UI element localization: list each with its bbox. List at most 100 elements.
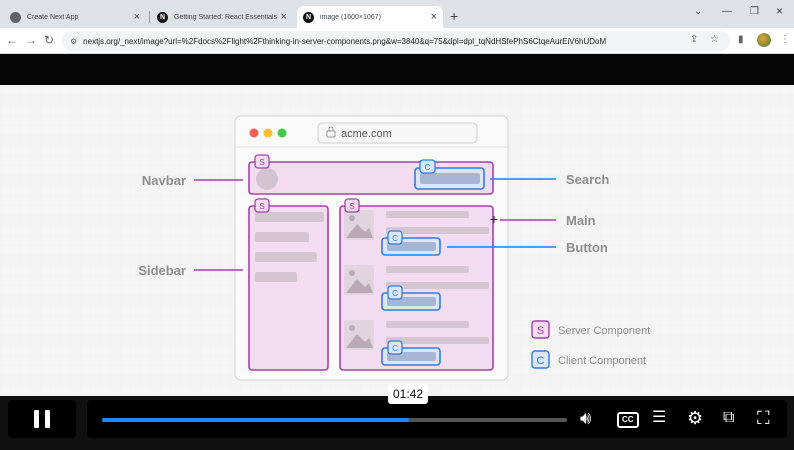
client-badge: C (387, 230, 403, 245)
image-mountain-shape (346, 279, 373, 293)
close-icon[interactable]: × (133, 11, 140, 23)
nextjs-icon: N (157, 11, 168, 23)
address-text: nextjs.org/_next/image?url=%2Fdocs%2Flig… (83, 36, 607, 46)
main-line-placeholder (386, 227, 489, 234)
label-navbar: Navbar (142, 173, 186, 188)
label-sidebar: Sidebar (138, 263, 186, 278)
image-sun-shape (349, 270, 355, 276)
client-badge-letter: C (425, 163, 431, 172)
navbar-logo-placeholder (256, 168, 278, 190)
tab-strip: Create Next App × N Getting Started: Rea… (0, 0, 794, 28)
client-badge: C (387, 285, 403, 300)
tab-title: Create Next App (27, 13, 79, 21)
close-icon[interactable]: × (280, 11, 287, 23)
image-mountain-shape (346, 224, 373, 238)
lock-icon (326, 126, 336, 138)
sidebar-line-placeholder (255, 252, 317, 262)
client-badge: C (419, 159, 436, 174)
legend-server-label: Server Component (558, 325, 650, 337)
main-line-placeholder (386, 211, 469, 218)
tab-title: Getting Started: React Essentials | Next… (174, 13, 277, 21)
client-badge-letter: C (392, 289, 398, 298)
pause-bar (34, 410, 39, 428)
volume-icon[interactable]: 🔊︎ (580, 408, 592, 428)
server-badge-letter: S (349, 202, 354, 211)
image-mountain-shape (346, 334, 373, 348)
share-icon[interactable]: ⇪ (690, 34, 699, 45)
nextjs-icon: N (303, 11, 314, 23)
minimize-icon[interactable]: — (722, 6, 732, 17)
address-bar[interactable]: ⚙ nextjs.org/_next/image?url=%2Fdocs%2Fl… (62, 31, 730, 51)
server-badge-letter: S (259, 158, 264, 167)
diagram: acme.com (0, 85, 794, 400)
close-window-icon[interactable]: × (776, 4, 784, 18)
new-tab-icon[interactable]: + (450, 8, 459, 24)
mock-maximize-dot (277, 128, 287, 138)
tab-getting-started[interactable]: N Getting Started: React Essentials | Ne… (151, 6, 293, 28)
sidebar-line-placeholder (255, 272, 297, 282)
back-icon[interactable]: ← (6, 33, 18, 47)
image-sun-shape (349, 215, 355, 221)
main-line-placeholder (386, 337, 489, 344)
main-line-placeholder (386, 266, 469, 273)
label-main: Main (566, 213, 596, 228)
label-button: Button (566, 240, 608, 255)
legend-client-label: Client Component (558, 355, 646, 367)
forward-icon[interactable]: → (25, 33, 37, 47)
video-frame[interactable]: acme.com (0, 85, 794, 400)
cursor-icon (490, 216, 498, 223)
server-badge: S (254, 198, 270, 213)
sidebar-box (248, 205, 329, 371)
globe-icon (10, 11, 21, 23)
main-line-placeholder (386, 282, 489, 289)
legend-server: S Server Component (531, 320, 650, 339)
mock-url-text: acme.com (341, 128, 392, 140)
legend-client-badge: C (537, 355, 545, 367)
browser-toolbar: ← → ↻ ⚙ nextjs.org/_next/image?url=%2Fdo… (0, 28, 794, 54)
video-controls: 🔊︎ CC ☰ ⚙ ⧉ ⛶ (0, 396, 794, 450)
settings-icon[interactable]: ⚙ (687, 408, 704, 428)
mock-minimize-dot (263, 128, 273, 138)
image-sun-shape (349, 325, 355, 331)
pause-button[interactable] (8, 400, 76, 438)
main-line-placeholder (386, 321, 469, 328)
captions-icon[interactable]: CC (617, 412, 639, 428)
tab-create-next-app[interactable]: Create Next App × (4, 6, 146, 28)
side-panel-icon[interactable]: ▮ (738, 34, 744, 45)
client-badge-letter: C (392, 234, 398, 243)
client-badge-letter: C (392, 344, 398, 353)
transcript-icon[interactable]: ☰ (652, 409, 667, 426)
server-badge: S (254, 154, 270, 169)
client-badge: C (387, 340, 403, 355)
picture-in-picture-icon[interactable]: ⧉ (723, 409, 735, 426)
sidebar-line-placeholder (255, 212, 324, 222)
control-bar: 🔊︎ CC ☰ ⚙ ⧉ ⛶ (87, 400, 787, 438)
server-badge-letter: S (259, 202, 264, 211)
avatar[interactable] (757, 33, 771, 47)
progress-fill (102, 418, 409, 422)
sidebar-line-placeholder (255, 232, 309, 242)
legend-client: C Client Component (531, 350, 646, 369)
restore-icon[interactable]: ❐ (750, 6, 759, 17)
fullscreen-icon[interactable]: ⛶ (757, 408, 770, 428)
bookmark-star-icon[interactable]: ☆ (710, 34, 719, 45)
tab-image[interactable]: N image (1600×1067) × (297, 6, 443, 28)
close-icon[interactable]: × (430, 11, 437, 23)
reload-icon[interactable]: ↻ (44, 33, 55, 47)
menu-icon[interactable]: ⋮ (780, 34, 790, 45)
site-info-icon[interactable]: ⚙ (70, 36, 78, 46)
tab-separator (149, 11, 150, 23)
label-search: Search (566, 172, 609, 187)
time-tooltip: 01:42 (388, 384, 428, 404)
mock-url-bar (317, 122, 478, 144)
legend-server-badge: S (537, 325, 544, 337)
progress-track[interactable] (102, 418, 567, 422)
search-input-placeholder (420, 173, 480, 184)
tab-search-icon[interactable]: ⌄ (694, 6, 703, 17)
tab-title: image (1600×1067) (320, 13, 381, 21)
pause-bar (45, 410, 50, 428)
mock-close-dot (249, 128, 259, 138)
server-badge: S (344, 198, 360, 213)
video-letterbox (0, 54, 794, 85)
